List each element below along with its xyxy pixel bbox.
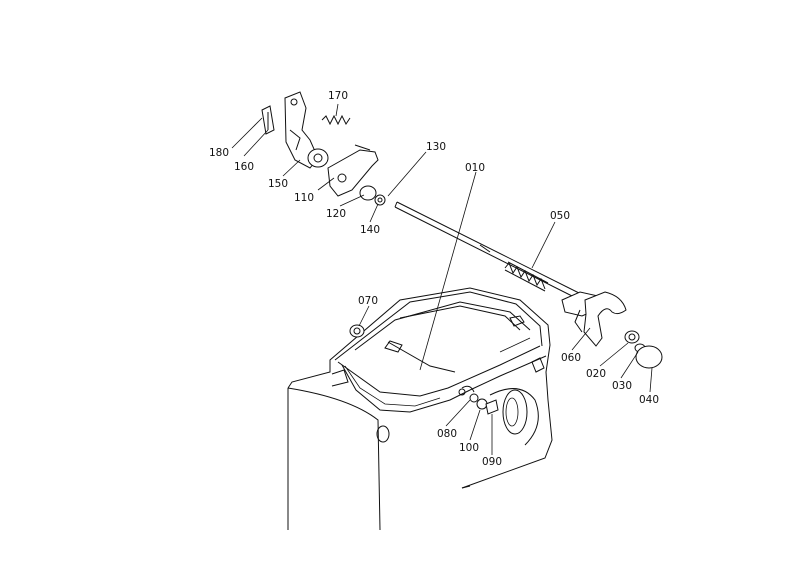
lever-assembly: [261, 91, 386, 206]
spring: [504, 261, 549, 292]
label-150: 150: [268, 178, 288, 190]
label-100: 100: [459, 442, 479, 454]
label-060: 060: [561, 352, 581, 364]
transmission-case: [287, 287, 553, 531]
part-labels: 010 020 030 040 050 060 070 080 090 100 …: [209, 90, 659, 468]
label-160: 160: [234, 161, 254, 173]
label-110: 110: [294, 192, 314, 204]
label-180: 180: [209, 147, 229, 159]
shift-rod: [394, 201, 584, 301]
label-010: 010: [465, 162, 485, 174]
label-070: 070: [358, 295, 378, 307]
label-040: 040: [639, 394, 659, 406]
leader-lines: [231, 103, 653, 455]
label-050: 050: [550, 210, 570, 222]
label-020: 020: [586, 368, 606, 380]
label-120: 120: [326, 208, 346, 220]
small-parts: [349, 324, 499, 415]
label-030: 030: [612, 380, 632, 392]
label-140: 140: [360, 224, 380, 236]
label-130: 130: [426, 141, 446, 153]
fork-hardware: [624, 330, 663, 369]
label-170: 170: [328, 90, 348, 102]
shift-fork: [561, 291, 627, 347]
label-090: 090: [482, 456, 502, 468]
label-080: 080: [437, 428, 457, 440]
